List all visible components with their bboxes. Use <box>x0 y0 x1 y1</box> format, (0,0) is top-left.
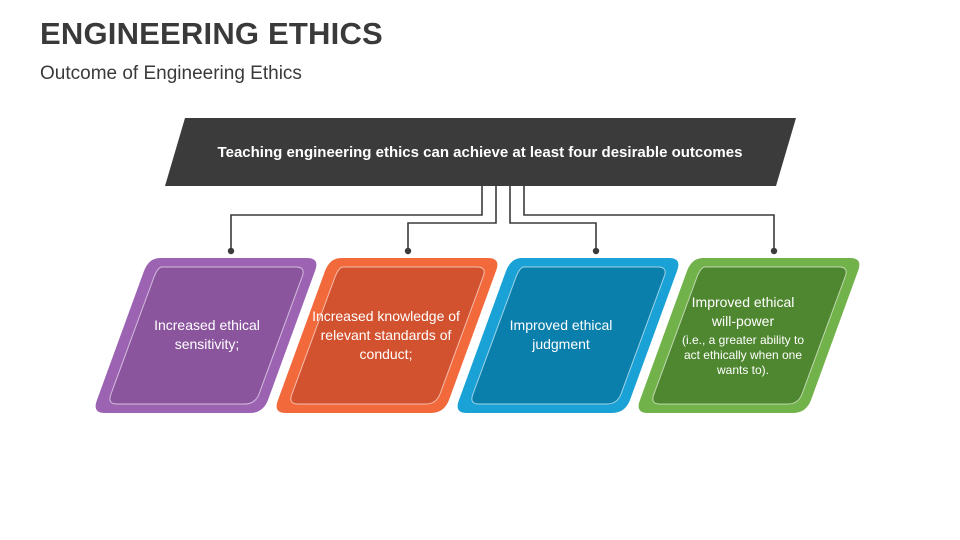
outcome-card-4-inner <box>652 266 847 405</box>
outcome-card-3-inner <box>471 266 666 405</box>
connector-dot-4 <box>770 247 778 255</box>
connector-line-2 <box>407 186 497 250</box>
connector-lines <box>227 186 778 255</box>
slide-title: ENGINEERING ETHICS <box>40 16 383 51</box>
connector-line-4 <box>523 186 775 250</box>
outcome-card-4-detail: (i.e., a greater ability to act ethicall… <box>681 332 805 377</box>
outcome-card-4 <box>638 258 860 413</box>
outcome-card-2 <box>276 258 498 413</box>
outcome-card-2-label: Increased knowledge of relevant standard… <box>312 307 460 362</box>
outcome-card-3 <box>457 258 679 413</box>
banner-text: Teaching engineering ethics can achieve … <box>217 143 743 161</box>
connector-dot-1 <box>227 247 235 255</box>
connector-dot-3 <box>592 247 600 255</box>
connector-dot-2 <box>404 247 412 255</box>
outcome-card-1-text: Increased ethical sensitivity; <box>132 260 282 410</box>
connector-line-1 <box>230 186 483 250</box>
banner-parallelogram <box>165 118 796 186</box>
outcome-card-2-text: Increased knowledge of relevant standard… <box>311 260 461 410</box>
outcome-card-4-label: Improved ethical will-power <box>691 293 795 329</box>
connector-line-3 <box>509 186 597 250</box>
outcome-card-1-inner <box>109 266 304 405</box>
outcome-card-1 <box>95 258 317 413</box>
outcome-card-3-label: Improved ethical judgment <box>509 317 613 352</box>
outcome-card-2-inner <box>290 266 485 405</box>
outcome-card-3-text: Improved ethical judgment <box>486 260 636 410</box>
outcome-card-1-label: Increased ethical sensitivity; <box>154 317 260 352</box>
slide-subtitle: Outcome of Engineering Ethics <box>40 63 302 84</box>
outcome-card-4-text: Improved ethical will-power (i.e., a gre… <box>681 260 805 410</box>
